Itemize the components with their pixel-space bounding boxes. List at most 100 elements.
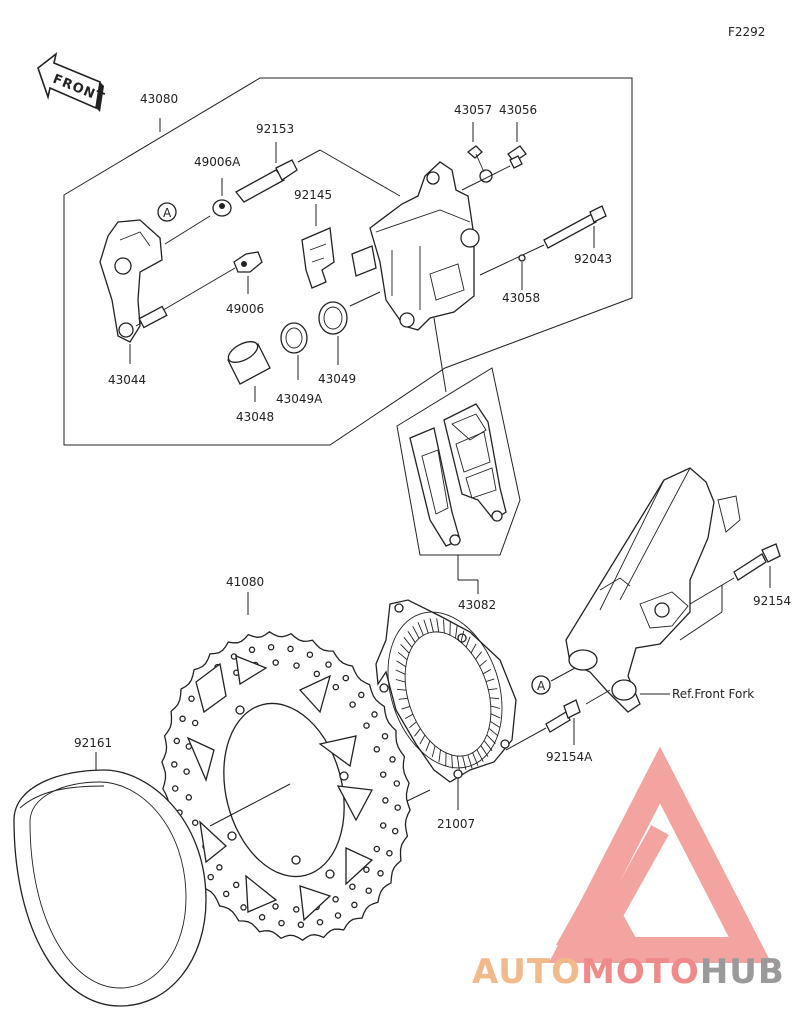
- part-label-92145: 92145: [294, 188, 332, 202]
- caliper-assembly-outline: [63, 77, 633, 446]
- abs-tooth: [490, 705, 501, 709]
- disc-hole: [349, 883, 356, 890]
- disc-hole: [216, 864, 223, 871]
- disc-hole: [188, 695, 195, 702]
- disc-hole: [185, 794, 193, 801]
- disc-hole: [351, 901, 358, 909]
- abs-tooth: [443, 619, 445, 634]
- abs-tooth: [423, 619, 429, 634]
- abs-tooth: [472, 752, 479, 766]
- disc-hole: [293, 662, 300, 669]
- disc-hole: [381, 732, 389, 740]
- part-label-92154: 92154: [753, 594, 791, 608]
- disc-hole: [358, 691, 365, 699]
- abs-tooth: [483, 740, 493, 752]
- part-label-41080: 41080: [226, 575, 264, 589]
- abs-tooth: [438, 749, 441, 763]
- abs-tooth: [429, 618, 434, 633]
- disc-hole: [332, 683, 340, 691]
- boot-49006a: [212, 199, 232, 217]
- abs-tooth: [480, 745, 489, 758]
- part-label-43080: 43080: [140, 92, 178, 106]
- abs-tooth: [462, 755, 467, 770]
- front-fork: [565, 467, 741, 713]
- disc-hole: [222, 890, 230, 898]
- abs-tooth: [431, 745, 436, 758]
- abs-tooth: [488, 727, 499, 737]
- abs-tooth: [400, 643, 410, 654]
- disc-hole: [272, 903, 279, 910]
- disc-hole: [191, 819, 199, 826]
- abs-tooth: [419, 734, 426, 745]
- watermark-logo: [548, 746, 772, 963]
- part-label-43049a: 43049A: [276, 392, 323, 406]
- abs-tooth: [407, 630, 416, 643]
- disc-hole: [171, 785, 179, 792]
- abs-tooth: [396, 660, 407, 668]
- abs-tooth: [397, 651, 408, 661]
- abs-tooth: [467, 754, 473, 769]
- slide-pin-lower: [138, 305, 168, 329]
- disc-hole: [373, 845, 381, 853]
- front-arrow-icon: FRONT: [37, 52, 107, 112]
- disc-hole: [389, 756, 396, 763]
- disc-hole: [248, 646, 256, 654]
- abs-tooth: [486, 734, 496, 745]
- ref-front-fork-label: Ref.Front Fork: [672, 687, 754, 701]
- bolt-92154a: [545, 699, 581, 733]
- abs-tooth: [436, 618, 440, 633]
- callout-a-bottom: [531, 675, 551, 695]
- caliper-bracket: [99, 219, 163, 343]
- callout-a-top-label: A: [163, 206, 172, 220]
- brake-pad-set: [409, 403, 507, 547]
- disc-hole: [379, 771, 387, 778]
- abs-tooth: [403, 636, 413, 648]
- caliper-body: [351, 161, 480, 331]
- callout-a-top: [157, 202, 177, 222]
- disc-hole: [306, 651, 314, 658]
- part-label-43056: 43056: [499, 103, 537, 117]
- part-label-43048: 43048: [236, 410, 274, 424]
- part-label-43057: 43057: [454, 103, 492, 117]
- disc-hole: [373, 746, 381, 753]
- abs-tooth: [485, 678, 495, 683]
- disc-hole: [258, 914, 266, 921]
- abs-tooth: [476, 749, 484, 763]
- abs-tooth: [398, 697, 408, 700]
- disc-hole: [207, 873, 214, 881]
- pad-pin-92043: [543, 205, 607, 249]
- spring-plate-92145: [301, 227, 335, 289]
- disc-hole: [371, 711, 378, 718]
- disc-hole: [287, 645, 294, 653]
- disc-hole: [272, 659, 279, 666]
- abs-tooth: [401, 705, 411, 710]
- abs-tooth: [489, 697, 500, 700]
- disc-hole: [316, 918, 324, 926]
- abs-tooth: [414, 728, 421, 737]
- bleeder-valve-43056: [507, 145, 527, 169]
- disc-hole: [183, 768, 190, 775]
- piston-43048: [227, 341, 271, 385]
- abs-tooth: [482, 669, 492, 675]
- abs-tooth: [396, 688, 407, 691]
- disc-hole: [297, 921, 305, 929]
- disc-hole: [325, 661, 332, 668]
- watermark-hub: HUB: [700, 952, 785, 992]
- disc-hole: [393, 780, 401, 787]
- disc-hole: [191, 719, 199, 727]
- abs-sensor-rotor: [375, 599, 517, 783]
- disc-hole: [267, 643, 275, 651]
- part-label-92161: 92161: [74, 736, 112, 750]
- abs-tooth: [417, 622, 424, 636]
- part-label-49006a: 49006A: [194, 155, 241, 169]
- abs-tooth: [425, 740, 431, 752]
- disc-hole: [334, 912, 342, 919]
- disc-hole: [332, 896, 339, 903]
- disc-hole: [365, 887, 372, 894]
- abs-tooth: [490, 713, 501, 719]
- disc-hole: [349, 701, 356, 708]
- watermark-text: AUTOMOTOHUB: [472, 952, 785, 992]
- part-label-92154a: 92154A: [546, 750, 593, 764]
- part-label-43049: 43049: [318, 372, 356, 386]
